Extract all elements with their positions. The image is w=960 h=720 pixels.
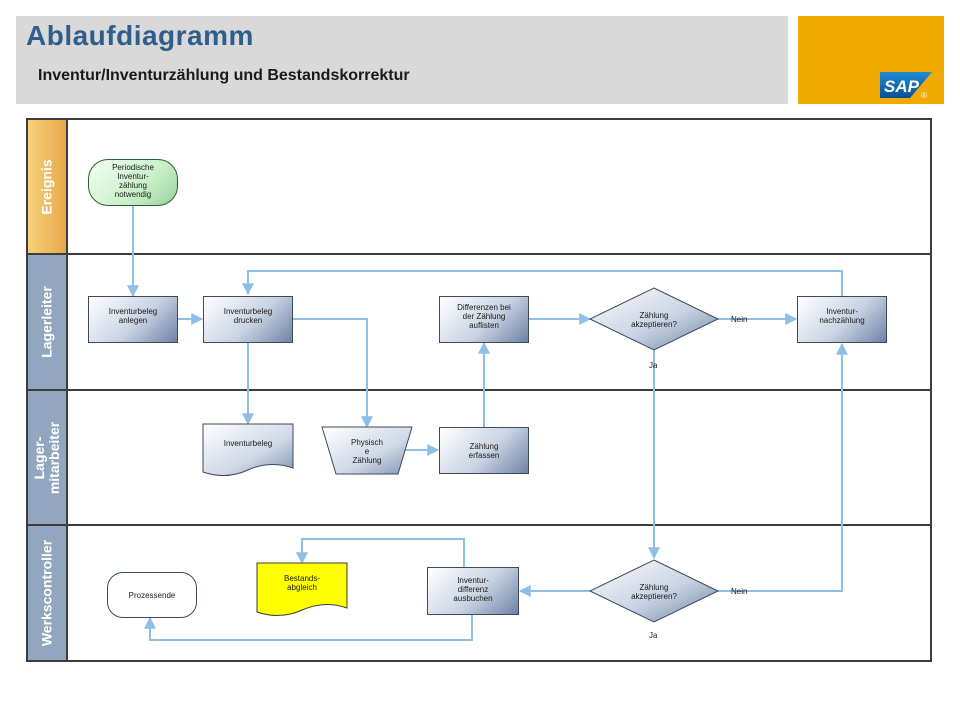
connector-post-to-reconcile — [296, 538, 465, 567]
node-label: Inventurbeleg drucken — [223, 307, 273, 325]
node-label: Prozessende — [128, 590, 176, 600]
node-label: Zählung akzeptieren? — [631, 311, 677, 329]
lane-divider — [26, 253, 932, 255]
page-title: Ablaufdiagramm — [26, 20, 254, 51]
lane-divider — [26, 389, 932, 391]
process-list-differences: Differenzen bei der Zählung auflisten — [439, 296, 529, 343]
event-periodic-count: Periodische Inventur- zählung notwendig — [88, 159, 178, 206]
node-label: Physisch e Zählung — [350, 437, 383, 465]
document-bestandsabgleich-shape — [256, 562, 348, 616]
node-label: Bestands- abgleich — [283, 574, 321, 592]
process-print-document: Inventurbeleg drucken — [203, 296, 293, 343]
decision-accept-count-2-label: Zählung akzeptieren? — [600, 572, 708, 610]
node-label: Zählung erfassen — [468, 441, 500, 460]
lane-label-lagerleiter: Lagerleiter — [28, 255, 68, 389]
edge-label-no: Nein — [731, 587, 748, 596]
edge-label-no: Nein — [731, 315, 748, 324]
decision-accept-count-label: Zählung akzeptieren? — [600, 300, 708, 338]
node-label: Inventur- differenz ausbuchen — [453, 576, 493, 603]
edge-label-yes: Ja — [649, 631, 658, 640]
lane-label-werkscontroller: Werkscontroller — [28, 526, 68, 660]
lane-label-ereignis: Ereignis — [28, 120, 68, 253]
terminator-process-end: Prozessende — [107, 572, 197, 618]
document-bestandsabgleich: Bestands- abgleich — [257, 570, 347, 596]
header-banner — [16, 16, 788, 104]
connector-decision2-no-to-recount — [718, 342, 848, 592]
process-post-difference: Inventur- differenz ausbuchen — [427, 567, 519, 615]
lane-label-lagermitarbeiter: Lager- mitarbeiter — [28, 391, 68, 524]
document-inventurbeleg-shape — [202, 423, 294, 476]
page-subtitle: Inventur/Inventurzählung und Bestandskor… — [38, 67, 410, 84]
process-create-document: Inventurbeleg anlegen — [88, 296, 178, 343]
manual-physical-count: Physisch e Zählung — [332, 434, 402, 468]
connector-recount-to-print — [242, 270, 843, 296]
decision-accept-count-2-shape — [588, 559, 720, 623]
sap-logo: SAP ® — [880, 72, 932, 100]
edge-label-yes: Ja — [649, 361, 658, 370]
decision-accept-count-shape — [588, 287, 720, 351]
connector-print-to-physical — [293, 318, 373, 429]
logo-panel: SAP ® — [798, 16, 944, 104]
node-label: Inventurbeleg — [223, 438, 273, 448]
process-recount: Inventur- nachzählung — [797, 296, 887, 343]
node-label: Differenzen bei der Zählung auflisten — [457, 303, 511, 330]
lane-divider — [26, 524, 932, 526]
sap-logo-text: SAP — [884, 77, 920, 96]
process-enter-count: Zählung erfassen — [439, 427, 529, 474]
document-inventurbeleg: Inventurbeleg — [203, 433, 293, 453]
node-label: Periodische Inventur- zählung notwendig — [112, 163, 154, 199]
manual-physical-count-shape — [321, 426, 413, 475]
node-label: Inventurbeleg anlegen — [108, 307, 158, 325]
connector-post-to-end — [144, 615, 473, 641]
node-label: Inventur- nachzählung — [819, 307, 865, 325]
registered-mark: ® — [921, 91, 927, 100]
node-label: Zählung akzeptieren? — [631, 583, 677, 601]
